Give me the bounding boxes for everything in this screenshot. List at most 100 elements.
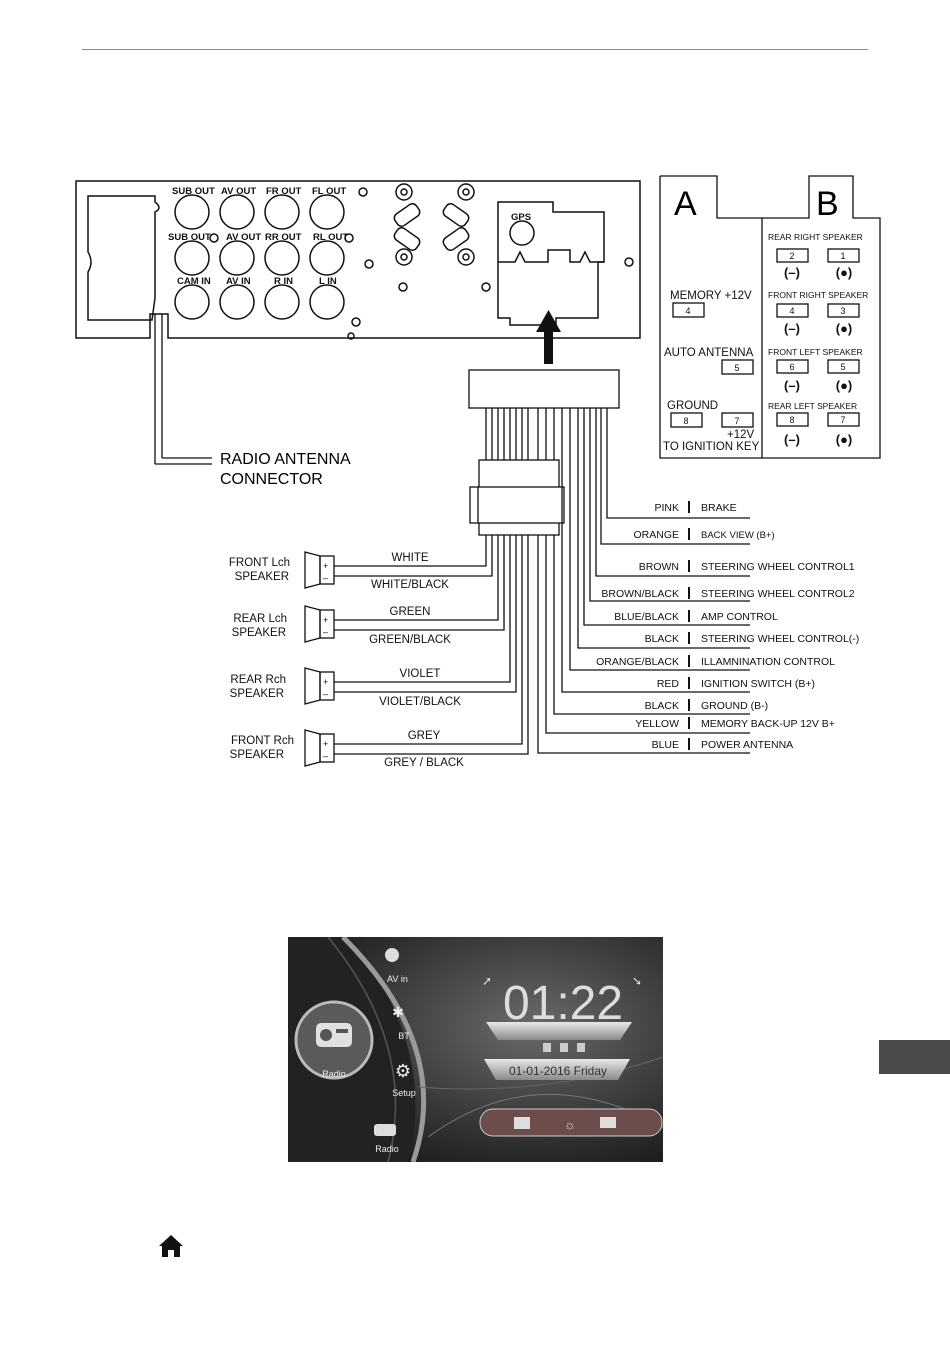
polarity-pos: (●): [836, 321, 853, 336]
wire-color: RED: [657, 678, 680, 690]
pin-number: 5: [840, 362, 845, 372]
label-sub-out-2: SUB OUT: [168, 232, 211, 243]
ign-label-2: TO IGNITION KEY: [663, 441, 760, 453]
wire-function: BACK VIEW (B+): [701, 530, 775, 541]
wire-color: YELLOW: [635, 718, 679, 730]
wire-function: STEERING WHEEL CONTROL2: [701, 588, 855, 600]
menu-setup[interactable]: ⚙ Setup: [392, 1061, 416, 1098]
connector-pinout-box: [659, 175, 881, 459]
antenna-label-1: RADIO ANTENNA: [220, 451, 351, 468]
pin-number: 7: [734, 416, 739, 426]
speaker-label: SPEAKER: [232, 627, 286, 639]
auto-antenna-label: AUTO ANTENNA: [664, 347, 754, 359]
svg-text:BT: BT: [398, 1031, 410, 1041]
spk-minus-3: –: [323, 689, 328, 699]
svg-text:Radio: Radio: [375, 1144, 399, 1154]
speaker-label: REAR Rch: [230, 674, 286, 686]
speaker-label: REAR Lch: [233, 613, 287, 625]
menu-av-in[interactable]: AV in: [385, 948, 408, 984]
connector-b-label: B: [816, 185, 839, 223]
polarity-neg: (–): [784, 265, 800, 280]
header-rule: [82, 49, 868, 50]
speaker-label: FRONT Rch: [231, 735, 294, 747]
label-fl-out: FL OUT: [312, 186, 346, 197]
wiring-diagram: SUB OUT AV OUT FR OUT FL OUT SUB OUT AV …: [75, 175, 881, 769]
chapter-tab: [879, 1040, 950, 1074]
svg-text:➘: ➘: [632, 974, 642, 988]
harness: [468, 369, 620, 536]
wire-function: IGNITION SWITCH (B+): [701, 678, 815, 690]
wire-label-white-black: WHITE/BLACK: [371, 579, 449, 591]
speaker-label: SPEAKER: [230, 749, 284, 761]
speaker-label: SPEAKER: [230, 688, 284, 700]
wire-color: BLUE: [652, 739, 679, 751]
pin-number: 4: [789, 306, 794, 316]
svg-text:➚: ➚: [482, 974, 492, 988]
pin-number: 1: [840, 251, 845, 261]
label-fr-out: FR OUT: [266, 186, 302, 197]
b-group-label: REAR RIGHT SPEAKER: [768, 232, 863, 242]
wire-label-green: GREEN: [390, 606, 431, 618]
wire-function: GROUND (B-): [701, 700, 768, 712]
label-cam-in: CAM IN: [177, 276, 211, 287]
antenna-line: [154, 314, 212, 465]
pin-number: 8: [683, 416, 688, 426]
speaker-symbols: [304, 551, 335, 767]
ground-label: GROUND: [667, 400, 718, 412]
spk-plus-3: +: [323, 677, 328, 687]
clock-time: 01:22: [503, 977, 623, 1030]
polarity-pos: (●): [836, 265, 853, 280]
wire-color: BLUE/BLACK: [614, 611, 679, 623]
label-av-out-1: AV OUT: [221, 186, 256, 197]
b-group-label: FRONT RIGHT SPEAKER: [768, 290, 868, 300]
connector-socket: [497, 201, 605, 326]
spk-minus-2: –: [323, 627, 328, 637]
svg-text:AV in: AV in: [387, 974, 408, 984]
wire-label-green-black: GREEN/BLACK: [369, 634, 451, 646]
polarity-pos: (●): [836, 432, 853, 447]
brightness-quick-button[interactable]: ☼: [564, 1117, 576, 1132]
label-av-out-2: AV OUT: [226, 232, 261, 243]
wire-function: POWER ANTENNA: [701, 739, 793, 751]
pin-number: 7: [840, 415, 845, 425]
wire-function: BRAKE: [701, 502, 737, 514]
wire-label-grey-black: GREY / BLACK: [384, 757, 464, 769]
menu-radio[interactable]: Radio: [374, 1124, 399, 1154]
wire-label-white: WHITE: [391, 552, 428, 564]
home-screen-photo: Radio AV in ✱ BT ⚙ Setup Radio 01:22 ➚ ➘…: [288, 937, 663, 1162]
wire-function: STEERING WHEEL CONTROL1: [701, 561, 855, 573]
date-label: 01-01-2016 Friday: [509, 1064, 607, 1078]
svg-text:Radio: Radio: [322, 1069, 346, 1079]
radio-main-button[interactable]: Radio: [294, 1000, 374, 1080]
wire-function: STEERING WHEEL CONTROL(-): [701, 633, 859, 645]
pin-number: 3: [840, 306, 845, 316]
unit-back-panel: [75, 180, 641, 340]
menu-bt[interactable]: ✱ BT: [392, 1004, 410, 1041]
label-l-in: L IN: [319, 276, 337, 287]
pin-number: 5: [734, 363, 739, 373]
harness-wires-left: [334, 535, 529, 755]
rca-jacks: [174, 187, 634, 340]
wire-label-grey: GREY: [408, 730, 441, 742]
svg-text:✱: ✱: [392, 1004, 404, 1020]
harness-wires-top: [485, 408, 555, 460]
antenna-label-2: CONNECTOR: [220, 471, 323, 488]
spk-plus-4: +: [323, 739, 328, 749]
pin-number: 8: [789, 415, 794, 425]
display-quick-button[interactable]: [600, 1117, 616, 1128]
insert-arrow: [536, 310, 561, 364]
photo-quick-button[interactable]: [514, 1117, 530, 1129]
ign-label-1: +12V: [727, 429, 755, 441]
wire-color: PINK: [654, 502, 679, 514]
wire-function: AMP CONTROL: [701, 611, 778, 623]
home-icon: [159, 1235, 183, 1257]
mount-screws: [393, 183, 475, 266]
pin-number: 2: [789, 251, 794, 261]
wire-color: BLACK: [645, 700, 679, 712]
wire-color: BROWN: [639, 561, 679, 573]
polarity-neg: (–): [784, 378, 800, 393]
b-group-label: REAR LEFT SPEAKER: [768, 401, 857, 411]
label-gps: GPS: [511, 212, 531, 223]
wire-color: BLACK: [645, 633, 679, 645]
polarity-neg: (–): [784, 321, 800, 336]
